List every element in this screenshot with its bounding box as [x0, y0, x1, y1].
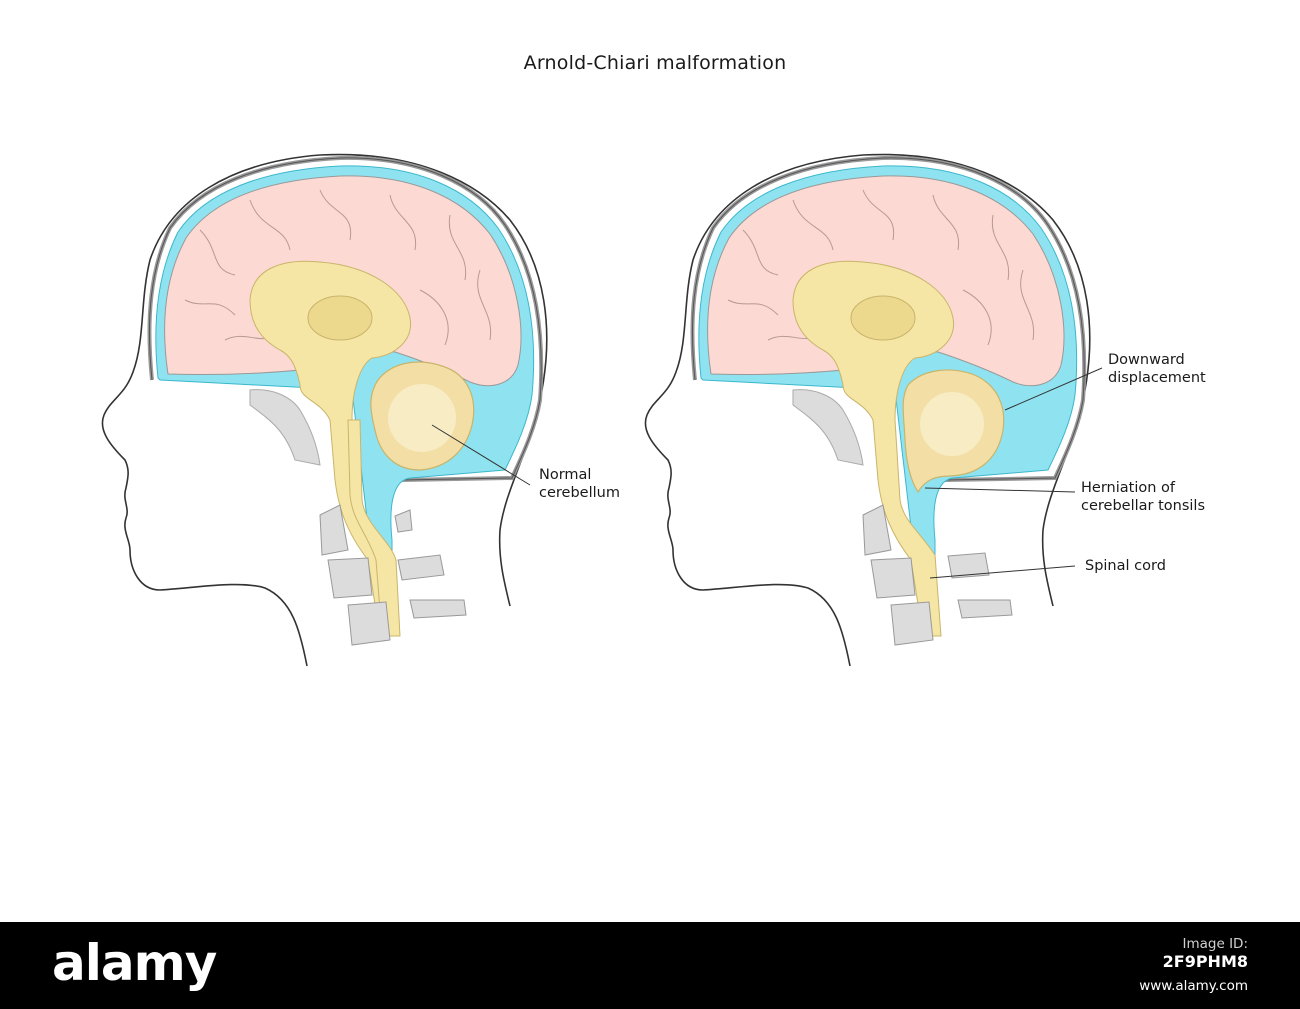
image-id-label: Image ID:: [1182, 936, 1249, 952]
label-herniation: Herniation of cerebellar tonsils: [1081, 480, 1205, 514]
label-downward-displacement: Downward displacement: [1108, 352, 1206, 386]
chiari-diagram: Normal cerebellum Downward displacement …: [101, 153, 1206, 667]
skull-inner: [148, 157, 542, 481]
chiari-head-illustration: [644, 153, 1103, 667]
leader-normal-cerebellum: [431, 424, 531, 486]
thalamus: [850, 295, 916, 341]
stock-footer: alamy Image ID: 2F9PHM8 www.alamy.com: [0, 922, 1300, 1009]
diagram-title: Arnold-Chiari malformation: [523, 52, 787, 74]
skull-inner: [691, 157, 1085, 481]
spinal-cord: [347, 419, 401, 637]
normal-head-illustration: [101, 153, 548, 667]
label-normal-cerebellum: Normal cerebellum: [539, 467, 620, 501]
skull-base-bone: [792, 389, 864, 466]
skull-base-bone: [249, 389, 321, 466]
leader-herniation: [924, 487, 1076, 493]
displaced-cerebellum: [902, 369, 1005, 494]
cervical-vertebrae: [862, 504, 1013, 646]
alamy-logo: alamy: [52, 934, 217, 992]
label-spinal-cord: Spinal cord: [1085, 558, 1166, 574]
image-id-block: Image ID: 2F9PHM8: [1163, 936, 1248, 972]
image-id-value: 2F9PHM8: [1162, 952, 1248, 971]
gyri: [184, 189, 492, 346]
leader-downward-displacement: [1004, 367, 1103, 411]
site-url: www.alamy.com: [1139, 978, 1248, 994]
head-outline: [644, 153, 1091, 667]
head-outline: [101, 153, 548, 667]
cervical-vertebrae: [319, 504, 467, 646]
brainstem: [792, 260, 955, 637]
normal-cerebellum: [370, 361, 475, 471]
thalamus: [307, 295, 373, 341]
leader-spinal-cord: [929, 565, 1076, 579]
